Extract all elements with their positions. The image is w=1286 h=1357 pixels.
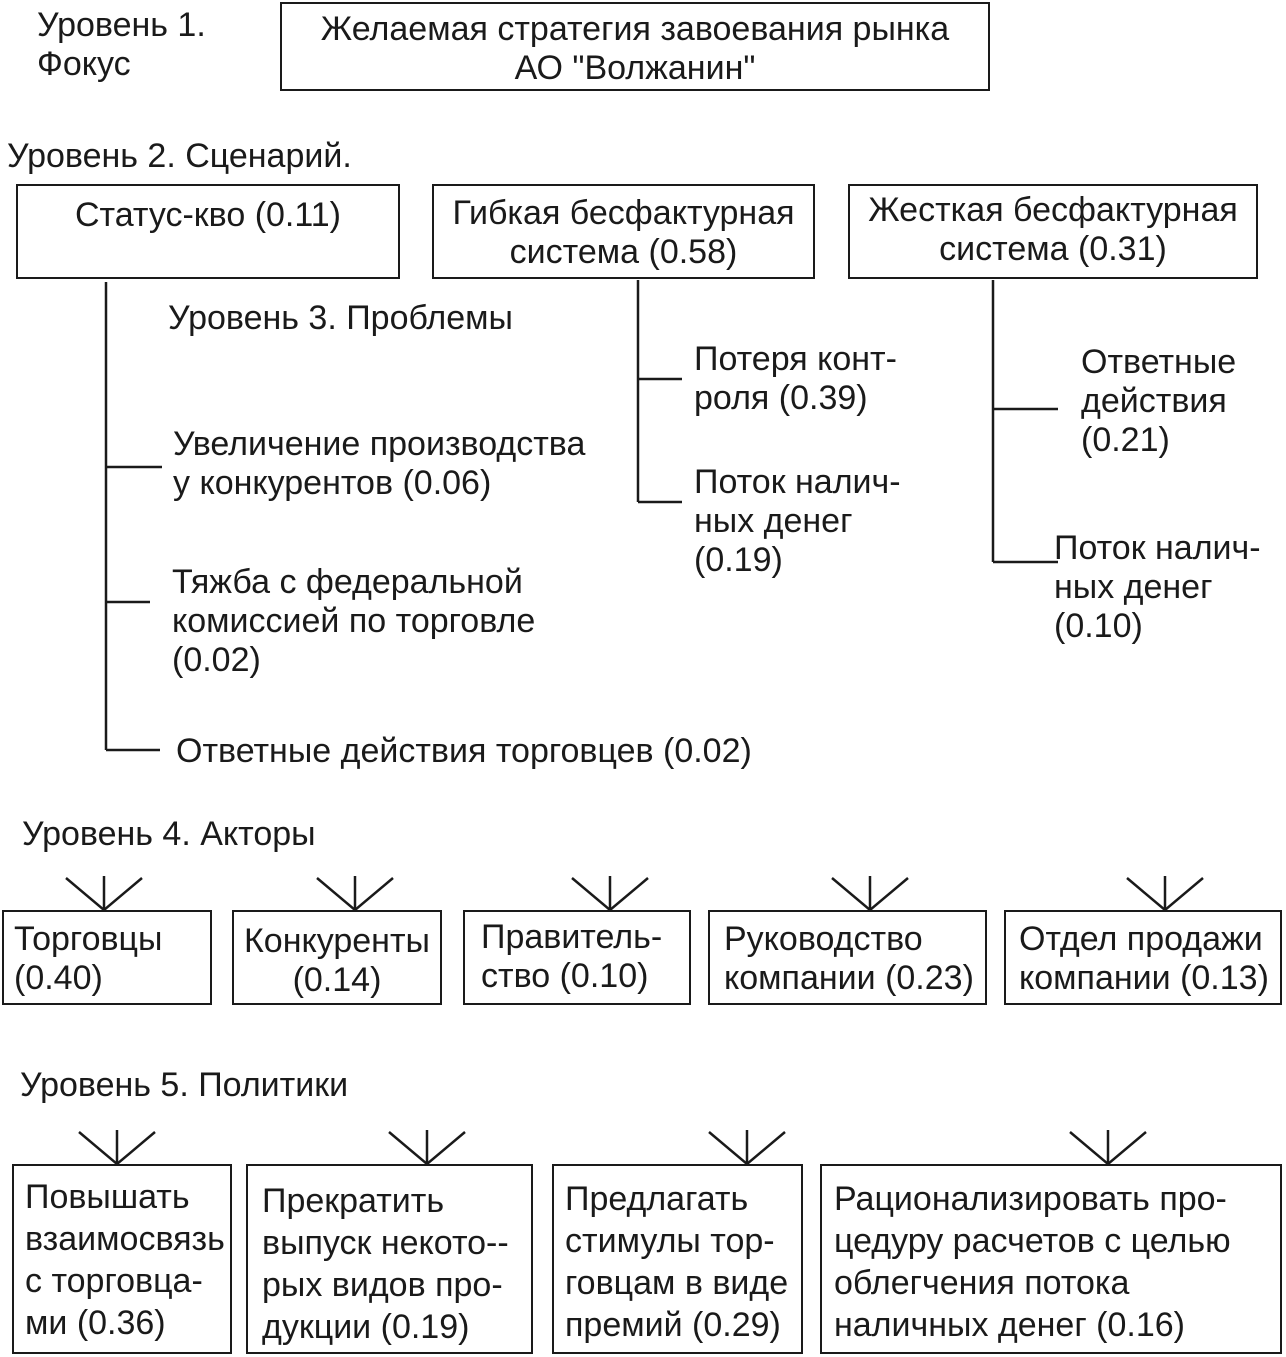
scenario-box-rigid: Жесткая бесфактурная система (0.31) [848,184,1258,279]
actor-box-traders: Торговцы (0.40) [2,910,212,1005]
actor-box-government: Правитель- ство (0.10) [463,910,691,1005]
policy-arrow-3 [708,1130,786,1166]
level-4-label: Уровень 4. Акторы [22,815,316,853]
problem-status-quo-1: Увеличение производства у конкурентов (0… [173,425,586,502]
scenario-box-status-quo: Статус-кво (0.11) [16,184,400,279]
problem-rigid-2: Поток налич- ных денег (0.10) [1054,529,1261,645]
actor-text: Руководство компании (0.23) [724,920,974,997]
problem-rigid-1: Ответные действия (0.21) [1081,343,1237,459]
policy-text: Предлагать стимулы тор- говцам в виде пр… [565,1180,789,1344]
goal-box: Желаемая стратегия завоевания рынка АО "… [280,2,990,91]
actor-arrow-4 [831,876,909,912]
problem-status-quo-3: Ответные действия торговцев (0.02) [176,732,752,770]
actor-arrow-5 [1126,876,1204,912]
actor-box-management: Руководство компании (0.23) [708,910,987,1005]
actor-text: Конкуренты (0.14) [244,922,430,999]
level-5-label: Уровень 5. Политики [20,1066,349,1104]
policy-arrow-4 [1069,1130,1147,1166]
policy-arrow-1 [78,1130,156,1166]
policy-box-3: Предлагать стимулы тор- говцам в виде пр… [552,1164,803,1354]
actor-box-competitors: Конкуренты (0.14) [232,910,442,1005]
policy-text: Прекратить выпуск некото-- рых видов про… [262,1182,509,1346]
scenario-text: Статус-кво (0.11) [74,196,341,234]
policy-text: Повышать взаимосвязь с торговца- ми (0.3… [25,1178,225,1342]
actor-arrow-1 [65,876,143,912]
actor-text: Торговцы (0.40) [14,920,163,997]
problem-flexible-2: Поток налич- ных денег (0.19) [694,463,901,579]
actor-box-sales-dept: Отдел продажи компании (0.13) [1004,910,1282,1005]
policy-box-1: Повышать взаимосвязь с торговца- ми (0.3… [12,1164,232,1354]
actor-arrow-2 [316,876,394,912]
level-1-label: Уровень 1. Фокус [37,6,206,83]
level-2-label: Уровень 2. Сценарий. [7,137,352,175]
actor-text: Отдел продажи компании (0.13) [1019,920,1269,997]
actor-arrow-3 [571,876,649,912]
scenario-text: Гибкая бесфактурная система (0.58) [452,194,795,271]
level-3-label: Уровень 3. Проблемы [168,299,513,337]
actor-text: Правитель- ство (0.10) [481,918,663,995]
policy-box-4: Рационализировать про- цедуру расчетов с… [820,1164,1282,1354]
policy-arrow-2 [388,1130,466,1166]
policy-text: Рационализировать про- цедуру расчетов с… [834,1180,1231,1344]
scenario-box-flexible: Гибкая бесфактурная система (0.58) [432,184,815,279]
problem-flexible-1: Потеря конт- роля (0.39) [694,340,897,417]
problem-status-quo-2: Тяжба с федеральной комиссией по торговл… [172,563,536,679]
scenario-text: Жесткая бесфактурная система (0.31) [868,191,1238,268]
goal-text: Желаемая стратегия завоевания рынка АО "… [320,10,950,87]
policy-box-2: Прекратить выпуск некото-- рых видов про… [246,1164,533,1354]
